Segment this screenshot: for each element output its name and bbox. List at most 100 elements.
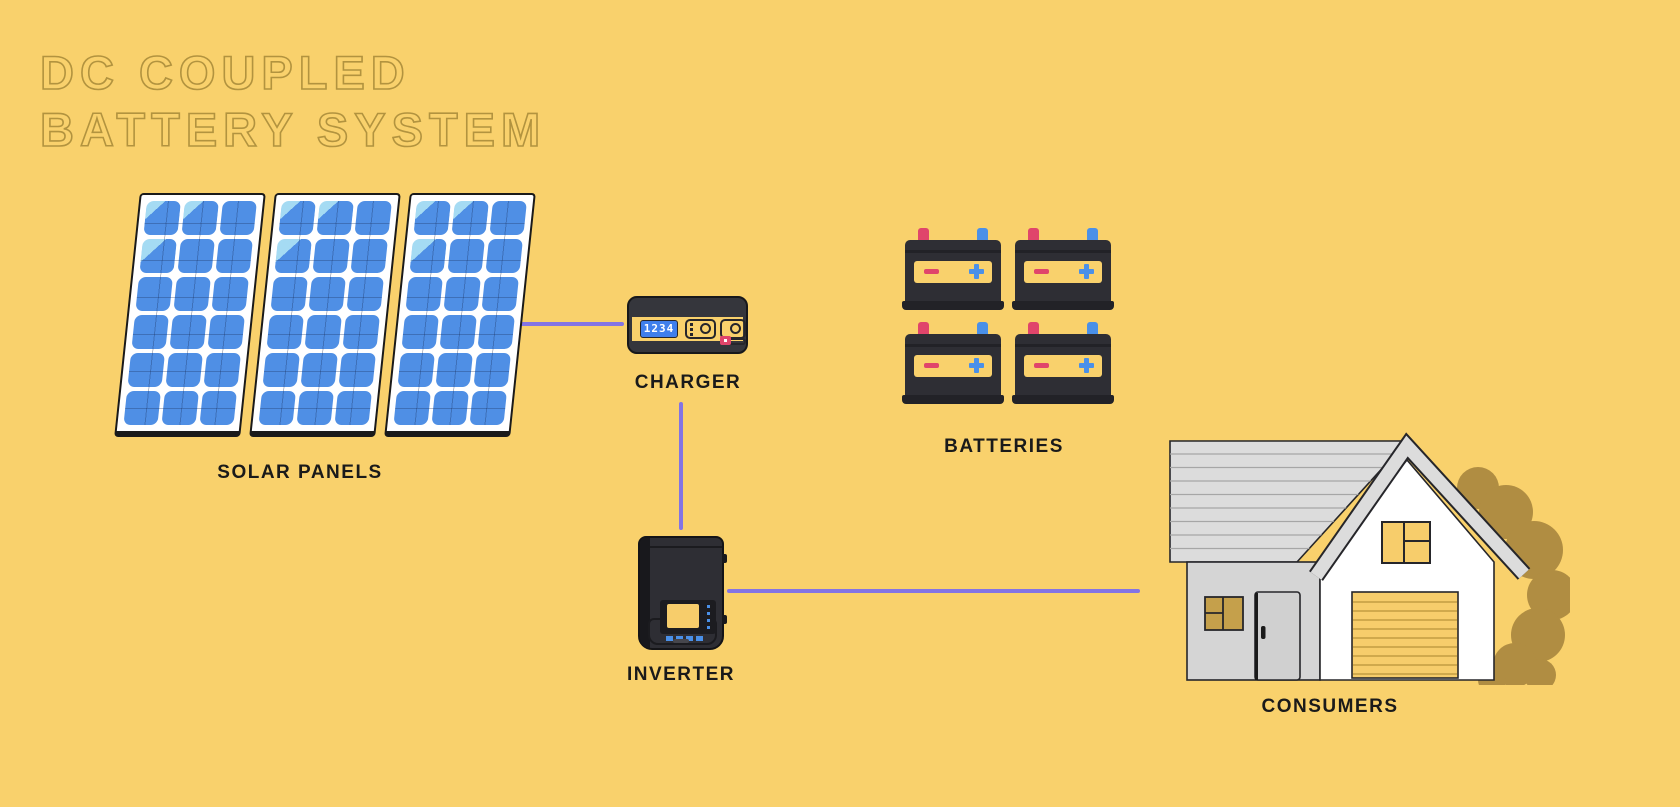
minus-icon: [924, 363, 939, 368]
battery-label-strip: [1024, 261, 1102, 283]
status-leds-icon: [707, 605, 710, 629]
battery-label-strip: [914, 261, 992, 283]
solar-cell: [485, 239, 523, 273]
solar-cell: [489, 201, 527, 235]
garage-door: [1351, 591, 1459, 679]
negative-terminal-icon: [918, 322, 929, 338]
battery: [902, 228, 1004, 310]
solar-cell: [443, 277, 481, 311]
gable-roof: [1309, 432, 1531, 581]
solar-cell: [219, 201, 257, 235]
charger-label: CHARGER: [634, 372, 742, 393]
solar-cell: [354, 201, 392, 235]
solar-cell: [131, 315, 169, 349]
solar-cell: [397, 353, 436, 387]
connector-inverter-to-consumers: [727, 589, 1140, 593]
solar-cell: [262, 353, 301, 387]
solar-cell: [346, 277, 384, 311]
battery-body: [902, 334, 1004, 404]
power-button-icon: [720, 336, 731, 345]
solar-cell: [350, 239, 388, 273]
connector-panels-to-charger: [518, 322, 624, 326]
solar-cell: [207, 315, 245, 349]
inverter-control-panel: [660, 600, 716, 634]
solar-panels-illustration: [114, 193, 657, 443]
inverter-device: [638, 536, 727, 650]
negative-terminal-icon: [1028, 228, 1039, 244]
charger-control-panel: [685, 319, 716, 339]
positive-terminal-icon: [1087, 228, 1098, 244]
solar-cell: [431, 391, 470, 425]
batteries-illustration: [902, 228, 1114, 406]
solar-cell: [473, 353, 512, 387]
positive-terminal-icon: [1087, 322, 1098, 338]
inverter-buttons: [666, 636, 704, 641]
plus-icon: [969, 264, 984, 279]
solar-cell: [215, 239, 253, 273]
solar-cell: [469, 391, 508, 425]
plus-icon: [1079, 358, 1094, 373]
consumers-label: CONSUMERS: [1261, 696, 1399, 717]
solar-cell: [203, 353, 242, 387]
solar-cell: [123, 391, 162, 425]
solar-cell: [409, 239, 447, 273]
solar-cell: [451, 201, 489, 235]
solar-cell: [135, 277, 173, 311]
consumers-house-illustration: [1169, 432, 1570, 685]
solar-cell: [270, 277, 308, 311]
solar-cell: [338, 353, 377, 387]
solar-cell: [127, 353, 166, 387]
solar-cell: [435, 353, 474, 387]
connector-charger-to-inverter: [679, 402, 683, 530]
solar-cell: [304, 315, 342, 349]
knob-icon: [700, 323, 711, 334]
knob-icon: [730, 323, 741, 334]
solar-cell: [181, 201, 219, 235]
positive-terminal-icon: [977, 322, 988, 338]
solar-cell: [139, 239, 177, 273]
inverter-screen: [667, 604, 699, 628]
solar-cell: [165, 353, 204, 387]
plus-icon: [1079, 264, 1094, 279]
battery-body: [1012, 240, 1114, 310]
solar-cell: [266, 315, 304, 349]
solar-panel: [384, 193, 536, 437]
solar-cell: [312, 239, 350, 273]
charger-device: 1234: [627, 296, 748, 354]
solar-cell: [308, 277, 346, 311]
solar-cell: [447, 239, 485, 273]
positive-terminal-icon: [977, 228, 988, 244]
inverter-label: INVERTER: [626, 664, 736, 685]
solar-cell: [300, 353, 339, 387]
solar-cell: [393, 391, 432, 425]
solar-cell: [274, 239, 312, 273]
title-line-2: BATTERY SYSTEM: [39, 102, 547, 157]
solar-cell: [199, 391, 238, 425]
solar-cell: [173, 277, 211, 311]
solar-cell: [401, 315, 439, 349]
battery-body: [1012, 334, 1114, 404]
solar-cell: [405, 277, 443, 311]
negative-terminal-icon: [918, 228, 929, 244]
solar-cell: [177, 239, 215, 273]
minus-icon: [1034, 363, 1049, 368]
solar-cell: [258, 391, 297, 425]
door-handle-icon: [1261, 626, 1266, 639]
solar-cell: [278, 201, 316, 235]
battery-label-strip: [914, 355, 992, 377]
solar-cell: [143, 201, 181, 235]
battery: [902, 322, 1004, 404]
minus-icon: [1034, 269, 1049, 274]
front-door: [1254, 591, 1301, 681]
solar-cell: [161, 391, 200, 425]
solar-cell: [169, 315, 207, 349]
solar-cell: [334, 391, 373, 425]
inverter-vent: [673, 639, 689, 643]
indicator-dots-icon: [690, 323, 693, 336]
title-line-1: DC COUPLED: [39, 45, 411, 100]
battery-label-strip: [1024, 355, 1102, 377]
side-window: [1204, 596, 1244, 631]
minus-icon: [924, 269, 939, 274]
solar-cell: [477, 315, 515, 349]
battery-body: [902, 240, 1004, 310]
